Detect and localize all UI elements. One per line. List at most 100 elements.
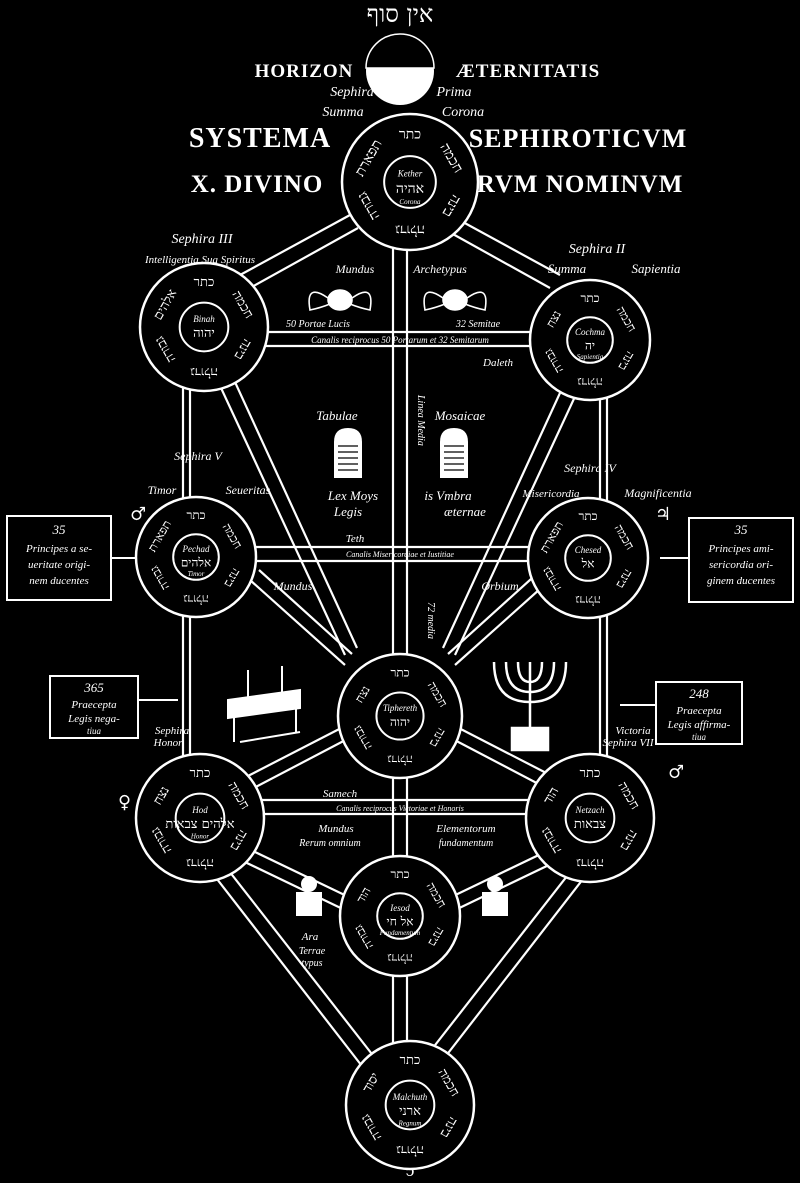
right-box-2-line2: Legis affirma- bbox=[667, 719, 731, 731]
title-systema: SYSTEMA bbox=[189, 123, 331, 154]
label-canalis-victoriae: Canalis reciprocus Victoriae et Honoris bbox=[336, 804, 464, 813]
label-is-umbra: is Vmbra bbox=[424, 488, 472, 503]
channel-hod-tiphereth bbox=[243, 723, 356, 791]
sephira-ring-word: גדולה bbox=[387, 752, 412, 766]
right-box-1: 35 Principes ami- sericordia ori- ginem … bbox=[660, 517, 794, 603]
label-sephira-vii: Sephira VII bbox=[602, 737, 654, 749]
label-linea-media: Linea Media bbox=[415, 394, 426, 446]
label-50-portae: 50 Portae Lucis bbox=[286, 319, 350, 330]
left-box-2-line1: Praecepta bbox=[70, 699, 117, 711]
channel-kether-chochma bbox=[441, 214, 561, 289]
label-samech: Samech bbox=[323, 788, 358, 800]
sephira-inner-ring bbox=[384, 1079, 436, 1131]
sephira-name: Malchuth bbox=[392, 1092, 428, 1102]
sephira-subtitle: Corona bbox=[399, 198, 421, 206]
sephira-divine-name: אהיה bbox=[396, 181, 424, 197]
left-box-1-line1: Principes a se- bbox=[25, 543, 92, 555]
sephira-ring-word: כתר bbox=[390, 867, 409, 881]
sephira-inner-ring bbox=[376, 892, 424, 940]
sephira-inner-ring bbox=[564, 534, 612, 582]
label-canalis-reciprocus: Canalis reciprocus 50 Portarum et 32 Sem… bbox=[311, 335, 489, 345]
sephira-divine-name: יהוה bbox=[390, 715, 410, 729]
sephira-prima-right: Prima bbox=[436, 85, 472, 100]
pillar-channels-outer bbox=[181, 350, 609, 760]
left-box-2: 365 Praecepta Legis nega- tiua bbox=[49, 675, 178, 739]
sephira-subtitle: Sapientia bbox=[577, 353, 604, 361]
sephira-divine-name: אל bbox=[581, 557, 595, 571]
sephira-name: Chesed bbox=[575, 545, 602, 555]
table-altar-icon bbox=[227, 666, 301, 743]
label-32-semitae: 32 Semitae bbox=[455, 319, 501, 330]
sephira-ring-word: כתר bbox=[580, 291, 599, 305]
label-aeternae: æternae bbox=[444, 504, 486, 519]
sephira-ring-word: גדולה bbox=[395, 222, 425, 238]
channel-pechad-tiphereth bbox=[249, 569, 353, 666]
sephira-name: Binah bbox=[193, 314, 215, 324]
label-summa: Summa bbox=[548, 261, 587, 276]
horizon-label-right: ÆTERNITATIS bbox=[456, 61, 600, 82]
horizon-label-left: HORIZON bbox=[255, 61, 354, 82]
sephira-ring-word: גדולה bbox=[576, 855, 603, 870]
sephira-name: Iesod bbox=[389, 903, 410, 913]
channel-binah-chochma bbox=[255, 330, 545, 348]
label-rerum-omnium: Rerum omnium bbox=[298, 838, 360, 849]
sephira-subtitle: Timor bbox=[188, 570, 205, 578]
sephira-inner-ring bbox=[564, 792, 616, 844]
right-box-2-num: 248 bbox=[689, 686, 709, 701]
sephira-inner-ring bbox=[174, 792, 226, 844]
channel-chochma-tiphereth bbox=[442, 368, 586, 656]
right-box-1-line2: sericordia ori- bbox=[709, 559, 773, 571]
sephira-divine-name: יה bbox=[585, 339, 595, 353]
hebrew-ein-sof: אין סוף bbox=[367, 0, 434, 28]
sephira-divine-name: אלהים צבאות bbox=[165, 817, 234, 832]
left-box-2-line3: tiua bbox=[87, 726, 102, 736]
label-sapientia: Sapientia bbox=[631, 261, 681, 276]
label-timor: Timor bbox=[148, 483, 177, 497]
sephira-ring-word: גדולה bbox=[396, 1142, 423, 1157]
cherub-right-icon bbox=[423, 289, 487, 311]
channel-middle-pillar bbox=[391, 235, 409, 1045]
sephira-ring-word: כתר bbox=[578, 509, 597, 523]
label-mundus-left: Mundus bbox=[273, 579, 313, 593]
label-sephira-iv: Sephira IV bbox=[564, 461, 617, 475]
label-ara: Ara bbox=[301, 931, 319, 943]
sephira-ring-word: כתר bbox=[190, 766, 211, 781]
right-box-1-line1: Principes ami- bbox=[707, 543, 773, 555]
label-canalis-misericordiae: Canalis Misericordiae et Iustitiae bbox=[346, 550, 454, 559]
left-box-1-line2: ueritate origi- bbox=[28, 559, 90, 571]
label-orbium: Orbium bbox=[481, 579, 519, 593]
label-victoria: Victoria bbox=[615, 725, 651, 737]
channel-hod-netzach bbox=[255, 798, 545, 816]
sephira-ring-word: גדולה bbox=[577, 375, 602, 389]
label-mundus-lower: Mundus bbox=[317, 823, 353, 835]
ara-figure-left-icon bbox=[296, 876, 322, 916]
label-elementorum: Elementorum bbox=[435, 823, 495, 835]
right-box-1-num: 35 bbox=[734, 522, 749, 537]
label-sephira-iii: Sephira III bbox=[171, 232, 233, 247]
menorah-icon bbox=[492, 661, 568, 752]
sephira-malchuth: כתרחכמהבינהגדולהגבורהיסודMalchuthארניReg… bbox=[344, 1039, 476, 1171]
title-x-divino: X. DIVINO bbox=[191, 171, 324, 198]
sephira-divine-name: ארני bbox=[399, 1104, 421, 1119]
sephira-ring-word: כתר bbox=[400, 1053, 421, 1068]
sephira-ring-word: כתר bbox=[194, 275, 215, 290]
sephira-inner-ring bbox=[383, 155, 437, 209]
connecting-channels bbox=[181, 214, 609, 1071]
right-box-2-line1: Praecepta bbox=[675, 705, 722, 717]
sephira-divine-name: אל חי bbox=[387, 915, 414, 929]
sephira-name: Tiphereth bbox=[383, 703, 418, 713]
channel-binah-tiphereth bbox=[214, 368, 358, 656]
label-magnificentia: Magnificentia bbox=[623, 486, 691, 500]
label-typus: typus bbox=[301, 958, 322, 969]
label-severitas: Seueritas bbox=[226, 483, 271, 497]
sephira-name: Hod bbox=[191, 805, 208, 815]
label-intelligentia: Intelligentia Sua Spiritus bbox=[144, 254, 255, 266]
summa-corona-right: Corona bbox=[442, 105, 484, 120]
